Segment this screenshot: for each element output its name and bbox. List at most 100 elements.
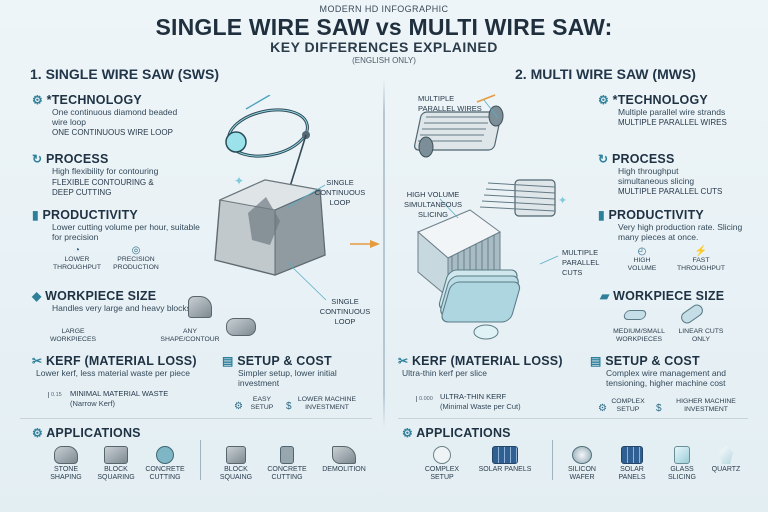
right-callout-cuts: MULTIPLE PARALLEL CUTS xyxy=(562,248,600,277)
right-technology-title: *TECHNOLOGY xyxy=(612,93,708,107)
gear-icon: ⚙ xyxy=(598,93,609,107)
left-workpiece-title: WORKPIECE SIZE xyxy=(45,289,157,303)
left-kerf-note: (Narrow Kerf) xyxy=(70,399,116,408)
right-callout-slicing: HIGH VOLUME SIMULTANEOUS SLICING xyxy=(403,190,463,219)
app-solar-panels-2: SOLAR PANELS xyxy=(610,446,654,482)
right-workpiece-section: ▰ WORKPIECE SIZE xyxy=(600,289,760,303)
applications-separator xyxy=(200,440,201,480)
left-process-title: PROCESS xyxy=(45,152,109,166)
right-productivity-section: ▮ PRODUCTIVITY Very high production rate… xyxy=(598,208,758,242)
right-setup-icon-2: $ xyxy=(656,398,662,416)
right-callout-line-bottom xyxy=(539,255,559,265)
app-label: SOLAR PANELS xyxy=(478,466,532,473)
right-kerf-title: KERF (MATERIAL LOSS) xyxy=(411,354,563,368)
left-technology-section: ⚙ *TECHNOLOGY One continuous diamond bea… xyxy=(32,93,192,138)
block-icon xyxy=(104,446,128,464)
right-technology-caps: MULTIPLE PARALLEL WIRES xyxy=(618,118,727,127)
app-label: BLOCK SQUARING xyxy=(97,466,135,481)
wafer-stack xyxy=(438,269,521,340)
left-setup-icon-1: ⚙ xyxy=(234,396,243,414)
right-kerf-caps: ULTRA-THIN KERF xyxy=(440,392,507,401)
left-productivity-label-1: LOWER THROUGHPUT xyxy=(53,256,101,271)
sparkle-icon: ✦ xyxy=(234,174,244,188)
right-productivity-label-2: FAST THROUGHPUT xyxy=(677,257,725,272)
column-divider xyxy=(383,78,385,428)
single-wire-saw-illustration: ✦ xyxy=(214,95,380,301)
cycle-icon: ↻ xyxy=(32,152,43,166)
app-complex-setup: COMPLEX SETUP xyxy=(416,446,468,482)
saw-blade-icon xyxy=(156,446,174,464)
bar-chart-icon: ▮ xyxy=(32,208,39,222)
right-kerf-section: ✂ KERF (MATERIAL LOSS) Ultra-thin kerf p… xyxy=(398,354,578,378)
left-process-section: ↻ PROCESS High flexibility for contourin… xyxy=(32,152,192,198)
right-productivity-title: PRODUCTIVITY xyxy=(608,208,704,222)
app-label: CONCRETE CUTTING xyxy=(145,466,185,481)
right-workpiece-label-2: LINEAR CUTS ONLY xyxy=(678,328,724,343)
cube-icon: ◆ xyxy=(32,289,42,303)
clipboard-icon: ▤ xyxy=(222,354,234,368)
left-setup-section: ▤ SETUP & COST Simpler setup, lower init… xyxy=(222,354,377,388)
left-callout-top: SINGLE CONTINUOUS LOOP xyxy=(314,178,366,207)
money-icon: $ xyxy=(286,401,292,412)
left-productivity-desc: Lower cutting volume per hour, suitable … xyxy=(52,222,200,242)
left-process-desc: High flexibility for contouring xyxy=(52,166,159,176)
scissors-icon: ✂ xyxy=(32,354,43,368)
app-glass-slicing: GLASS SLICING xyxy=(660,446,704,482)
right-technology-section: ⚙ *TECHNOLOGY Multiple parallel wire str… xyxy=(598,93,758,128)
right-process-section: ↻ PROCESS High throughput simultaneous s… xyxy=(598,152,758,197)
left-productivity-label-2: PRECISION PRODUCTION xyxy=(113,256,159,271)
right-productivity-icon-2: ⚡ FAST THROUGHPUT xyxy=(675,246,727,273)
right-applications-heading: ⚙ APPLICATIONS xyxy=(402,426,511,440)
block-icon xyxy=(226,446,246,464)
left-productivity-section: ▮ PRODUCTIVITY Lower cutting volume per … xyxy=(32,208,202,242)
app-block-squaring: BLOCK SQUARING xyxy=(94,446,138,482)
app-label: COMPLEX SETUP xyxy=(424,466,460,481)
crystal-icon xyxy=(719,446,733,464)
cycle-icon: ↻ xyxy=(598,152,609,166)
right-kerf-note: (Minimal Waste per Cut) xyxy=(440,402,521,411)
right-callout-wires: MULTIPLE PARALLEL WIRES xyxy=(418,94,482,113)
callout-line-bottom xyxy=(287,262,327,301)
right-setup-label-2: HIGHER MACHINE INVESTMENT xyxy=(676,398,736,413)
right-productivity-label-1: HIGH VOLUME xyxy=(627,257,657,272)
app-quartz: QUARTZ xyxy=(706,446,746,474)
page-subtitle: KEY DIFFERENCES EXPLAINED xyxy=(270,39,498,55)
page-title: SINGLE WIRE SAW vs MULTI WIRE SAW: xyxy=(155,14,613,40)
left-workpiece-label-1: LARGE WORKPIECES xyxy=(49,328,97,343)
left-kerf-desc: Lower kerf, less material waste per piec… xyxy=(36,368,191,378)
right-workpiece-title: WORKPIECE SIZE xyxy=(613,289,725,303)
left-productivity-icon-1: ◔ LOWER THROUGHPUT xyxy=(52,245,102,272)
right-setup-label-1: COMPLEX SETUP xyxy=(611,398,645,413)
right-callout-line-mid xyxy=(439,198,459,219)
wafer-icon xyxy=(572,446,592,464)
left-productivity-title: PRODUCTIVITY xyxy=(42,208,138,222)
left-productivity-icon-2: ◎ PRECISION PRODUCTION xyxy=(106,245,166,272)
settings-icon: ⚙ xyxy=(598,403,607,414)
left-applications-rule xyxy=(20,418,372,419)
left-callout-bottom: SINGLE CONTINUOUS LOOP xyxy=(319,297,371,326)
left-applications-title: APPLICATIONS xyxy=(46,426,141,440)
app-demolition: DEMOLITION xyxy=(318,446,370,474)
gear-icon: ⚙ xyxy=(32,93,43,107)
kicker: MODERN HD INFOGRAPHIC xyxy=(319,4,449,14)
left-process-caps: FLEXIBLE CONTOURING & DEEP CUTTING xyxy=(52,178,154,197)
scissors-icon: ✂ xyxy=(398,354,409,368)
round-sample-icon xyxy=(433,446,451,464)
app-concrete-cutting: CONCRETE CUTTING xyxy=(140,446,190,482)
rock-shape-icon xyxy=(188,296,212,318)
app-label: CONCRETE CUTTING xyxy=(267,466,307,481)
app-label: SILICON WAFER xyxy=(567,466,596,481)
left-technology-title: *TECHNOLOGY xyxy=(46,93,142,107)
left-technology-desc: One continuous diamond beaded wire loop xyxy=(52,107,178,127)
app-label: BLOCK SQUAING xyxy=(219,466,253,481)
right-setup-desc: Complex wire management and tensioning, … xyxy=(606,368,727,388)
left-kerf-caps: MINIMAL MATERIAL WASTE xyxy=(70,389,169,398)
language-note: (ENGLISH ONLY) xyxy=(352,56,416,65)
right-setup-icon-1: ⚙ xyxy=(598,398,607,416)
right-workpiece-label-1: MEDIUM/SMALL WORKPIECES xyxy=(613,328,665,343)
app-concrete-cutting-2: CONCRETE CUTTING xyxy=(262,446,312,482)
solar-panel-icon xyxy=(621,446,643,464)
stone-block xyxy=(214,179,326,276)
left-workpiece-desc: Handles very large and heavy blocks xyxy=(52,303,191,313)
app-label: DEMOLITION xyxy=(322,466,366,473)
